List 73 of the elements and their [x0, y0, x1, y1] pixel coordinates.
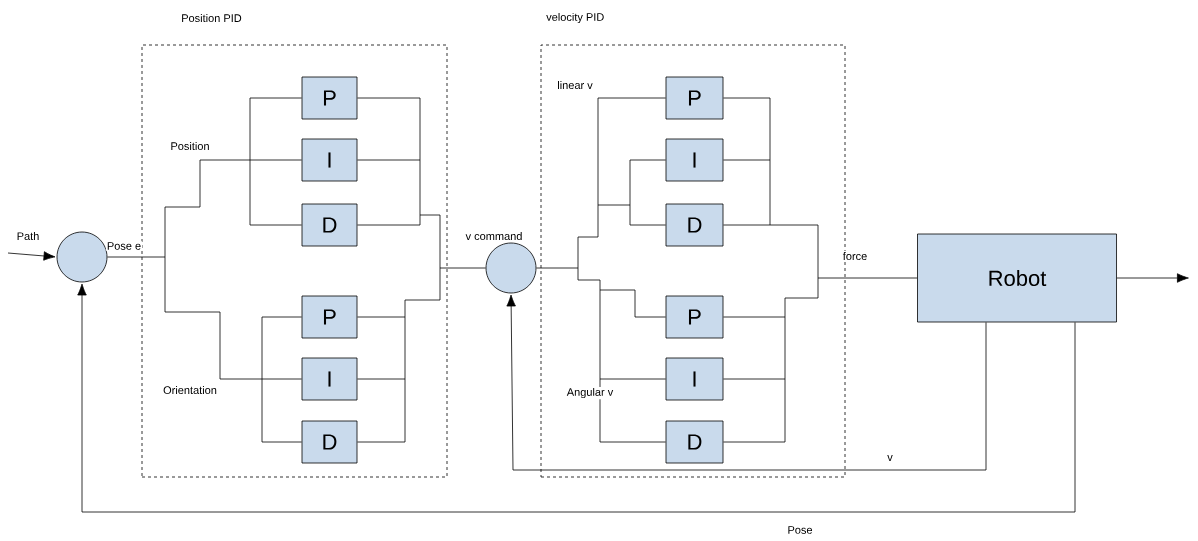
pid-block: D [301, 203, 358, 247]
connector [7, 251, 56, 261]
edge-label: Pose [786, 525, 814, 535]
connector [357, 316, 406, 318]
pid-block: P [301, 76, 358, 120]
signal-label: Angular v [565, 386, 615, 400]
signal-label: linear v [556, 79, 594, 91]
node-label: Position PID [182, 13, 242, 23]
connector [629, 159, 666, 206]
signal-label: force [841, 250, 869, 262]
connector [261, 378, 302, 380]
connector [723, 97, 771, 161]
connector [1116, 273, 1189, 283]
connector [261, 378, 302, 443]
signal-label: v command [464, 230, 524, 242]
connector [577, 204, 599, 269]
connector [357, 97, 421, 161]
edge-label: Path [15, 230, 41, 242]
connector [536, 267, 579, 269]
connector [404, 267, 441, 318]
connector [404, 316, 406, 380]
connector [723, 378, 786, 443]
connector [506, 294, 987, 471]
pid-block: D [665, 203, 724, 247]
pid-block: P [301, 295, 358, 339]
connector [419, 214, 441, 269]
connector [419, 159, 421, 216]
edge-label: v [886, 454, 894, 462]
pid-block: D [301, 420, 358, 464]
connector [357, 214, 421, 226]
connector [769, 224, 819, 279]
connector [107, 256, 166, 258]
pid-block: D [665, 420, 724, 464]
signal-label: Pose e [105, 241, 143, 251]
pid-block: P [665, 295, 724, 339]
pid-block: I [665, 357, 724, 401]
summing-junction [56, 231, 108, 283]
connector [164, 256, 263, 380]
connector [723, 316, 786, 318]
connector [597, 97, 666, 206]
signal-label: Position [169, 140, 211, 152]
connector [629, 204, 666, 226]
connector [249, 97, 302, 161]
connector [723, 224, 771, 226]
pid-block: I [301, 357, 358, 401]
pid-block: P [665, 76, 724, 120]
connector [597, 204, 631, 206]
connector [261, 316, 302, 380]
connector [164, 159, 251, 258]
summing-junction [485, 242, 537, 294]
connector [784, 316, 786, 380]
connector [77, 283, 1076, 513]
pid-block: I [301, 138, 358, 182]
connector [249, 159, 302, 226]
connector [599, 378, 666, 380]
connector [439, 267, 486, 269]
connector [769, 159, 771, 226]
robot-block: Robot [917, 233, 1117, 323]
connector [599, 378, 666, 443]
connector [577, 267, 601, 291]
connector [817, 277, 918, 279]
connector [599, 289, 666, 318]
connector [357, 378, 406, 443]
connector [723, 159, 771, 161]
connector [723, 378, 786, 380]
connector [357, 159, 421, 161]
pid-block: I [665, 138, 724, 182]
connector [599, 289, 601, 380]
signal-label: Orientation [162, 384, 218, 396]
node-label: velocity PID [546, 12, 604, 24]
connector [249, 159, 302, 161]
connector [784, 277, 819, 318]
connector [357, 378, 406, 380]
